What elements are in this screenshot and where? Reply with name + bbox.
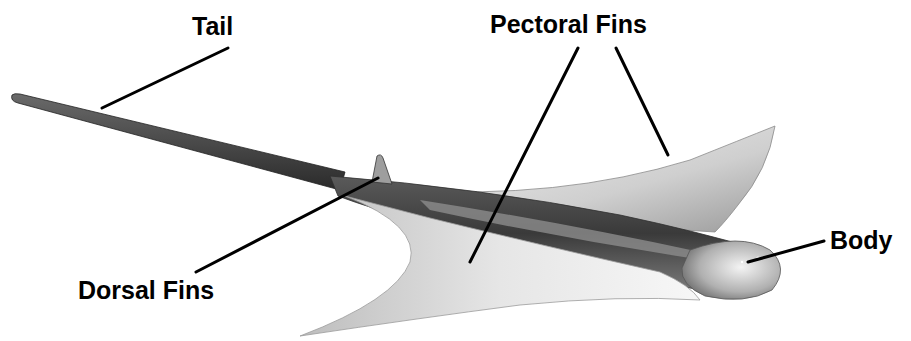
- leader-line: [616, 48, 668, 155]
- body: [682, 241, 781, 299]
- part-label: Dorsal Fins: [78, 276, 214, 305]
- part-label: Pectoral Fins: [490, 10, 647, 39]
- tail: [12, 94, 345, 190]
- part-label: Tail: [192, 12, 233, 41]
- leader-line: [748, 241, 824, 262]
- leader-line: [102, 48, 228, 108]
- leader-line: [196, 178, 378, 272]
- leader-line: [470, 48, 578, 262]
- pectoral-fin: [300, 196, 700, 336]
- part-label: Body: [830, 226, 893, 255]
